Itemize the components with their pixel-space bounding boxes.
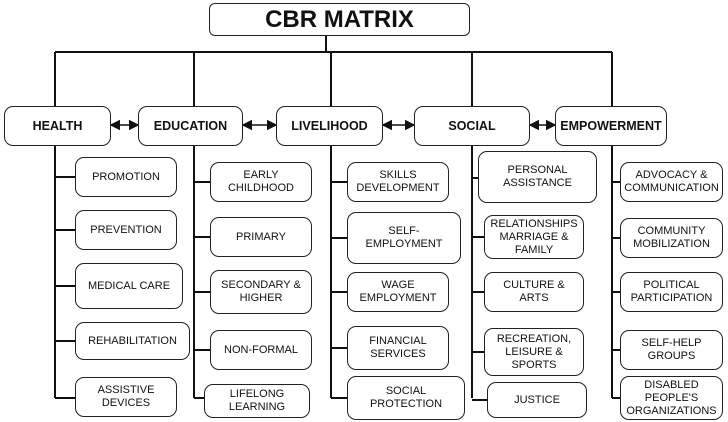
item-social-culture-arts: CULTURE & ARTS [484, 272, 584, 312]
item-livelihood-wage-employment: WAGE EMPLOYMENT [347, 272, 449, 312]
item-health-promotion: PROMOTION [75, 157, 177, 197]
header-livelihood: LIVELIHOOD [276, 106, 383, 146]
item-health-rehabilitation: REHABILITATION [75, 322, 190, 360]
item-education-secondary-higher: SECONDARY & HIGHER [210, 270, 312, 314]
item-empowerment-self-help-groups: SELF-HELP GROUPS [620, 330, 723, 370]
item-social-recreation: RECREATION, LEISURE & SPORTS [484, 328, 584, 376]
item-livelihood-social-protection: SOCIAL PROTECTION [347, 376, 465, 420]
item-empowerment-advocacy: ADVOCACY & COMMUNICATION [620, 162, 723, 202]
item-health-medical-care: MEDICAL CARE [75, 263, 183, 309]
item-education-early-childhood: EARLY CHILDHOOD [210, 162, 312, 202]
item-education-non-formal: NON-FORMAL [210, 330, 312, 370]
item-education-lifelong-learning: LIFELONG LEARNING [204, 384, 310, 418]
item-health-assistive-devices: ASSISTIVE DEVICES [75, 377, 177, 417]
item-social-justice: JUSTICE [487, 382, 587, 418]
item-education-primary: PRIMARY [210, 217, 312, 257]
matrix-title: CBR MATRIX [209, 3, 470, 36]
item-social-relationships: RELATIONSHIPS MARRIAGE & FAMILY [484, 215, 584, 259]
item-empowerment-dpo: DISABLED PEOPLE'S ORGANIZATIONS [620, 376, 723, 420]
item-empowerment-political-participation: POLITICAL PARTICIPATION [620, 272, 723, 312]
item-livelihood-skills-development: SKILLS DEVELOPMENT [347, 162, 449, 202]
item-empowerment-community-mobilization: COMMUNITY MOBILIZATION [620, 218, 723, 258]
header-social: SOCIAL [414, 106, 530, 146]
header-empowerment: EMPOWERMENT [555, 106, 667, 146]
item-health-prevention: PREVENTION [75, 210, 177, 250]
header-education: EDUCATION [138, 106, 243, 146]
item-social-personal-assistance: PERSONAL ASSISTANCE [478, 151, 597, 203]
item-livelihood-self-employment: SELF- EMPLOYMENT [347, 212, 461, 264]
header-health: HEALTH [4, 106, 111, 146]
item-livelihood-financial-services: FINANCIAL SERVICES [347, 326, 449, 370]
